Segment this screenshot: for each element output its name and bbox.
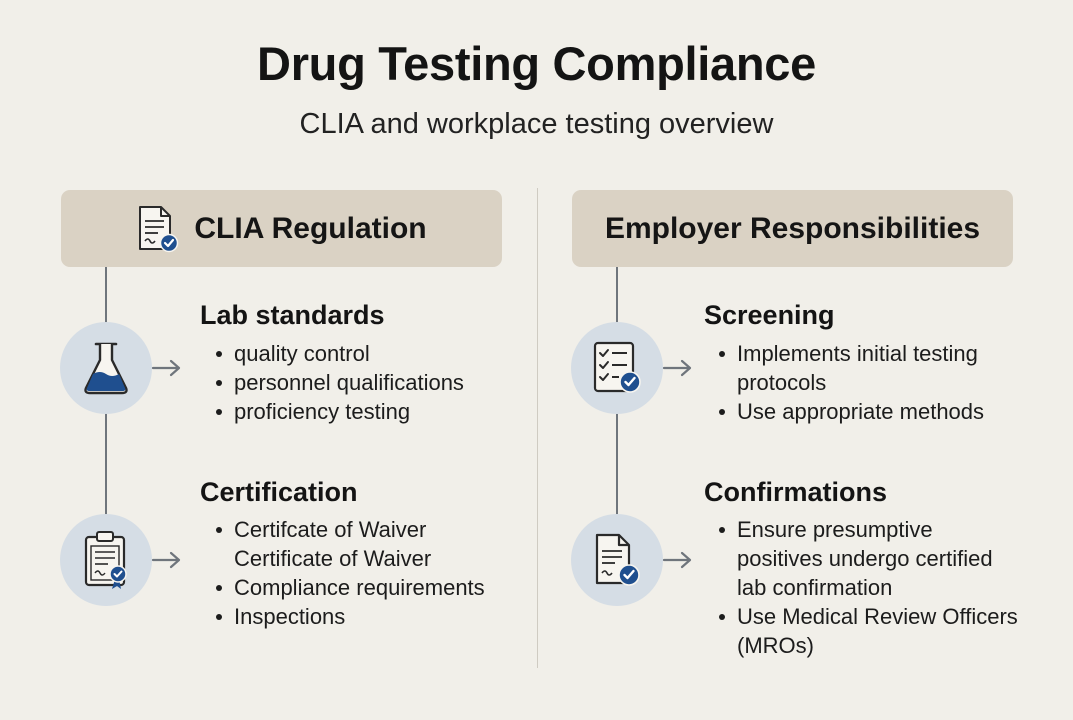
list-item: proficiency testing [216, 397, 464, 426]
list-item: Inspections [216, 602, 485, 631]
confirmations-list: Ensure presumptive positives undergo cer… [719, 515, 1018, 660]
list-item: personnel qualifications [216, 368, 464, 397]
list-item: Use Medical Review Officers (MROs) [719, 602, 1018, 660]
arrow-right-icon [151, 359, 181, 377]
list-item: Compliance requirements [216, 573, 485, 602]
connector-line [616, 413, 618, 516]
list-item: quality control [216, 339, 464, 368]
arrow-right-icon [662, 551, 692, 569]
employer-responsibilities-header: Employer Responsibilities [572, 190, 1013, 267]
clia-regulation-header: CLIA Regulation [61, 190, 502, 267]
clia-regulation-title: CLIA Regulation [194, 211, 427, 245]
checklist-check-icon [593, 341, 641, 393]
confirmations-title: Confirmations [704, 477, 888, 507]
lab-standards-title: Lab standards [200, 300, 385, 330]
certification-icon-circle [60, 514, 152, 606]
flask-icon [84, 342, 128, 395]
connector-line [105, 413, 107, 516]
clipboard-certificate-icon [84, 531, 127, 589]
lab-standards-icon-circle [60, 322, 152, 414]
employer-responsibilities-title: Employer Responsibilities [604, 211, 981, 245]
arrow-right-icon [151, 551, 181, 569]
confirmations-icon-circle [571, 514, 663, 606]
document-check-icon [595, 533, 640, 586]
screening-icon-circle [571, 322, 663, 414]
screening-title: Screening [704, 300, 835, 330]
column-divider [537, 188, 538, 668]
list-item: Certifcate of Waiver Certificate of Waiv… [216, 515, 485, 573]
list-item: Implements initial testing protocols [719, 339, 984, 397]
page-subtitle: CLIA and workplace testing overview [299, 108, 774, 140]
page-title: Drug Testing Compliance [257, 37, 816, 90]
certification-title: Certification [200, 477, 358, 507]
connector-line [105, 267, 107, 324]
connector-line [616, 267, 618, 324]
arrow-right-icon [662, 359, 692, 377]
certification-list: Certifcate of Waiver Certificate of Waiv… [216, 515, 485, 631]
screening-list: Implements initial testing protocols Use… [719, 339, 984, 426]
document-check-icon [139, 205, 179, 252]
list-item: Ensure presumptive positives undergo cer… [719, 515, 1018, 602]
list-item: Use appropriate methods [719, 397, 984, 426]
lab-standards-list: quality control personnel qualifications… [216, 339, 464, 426]
